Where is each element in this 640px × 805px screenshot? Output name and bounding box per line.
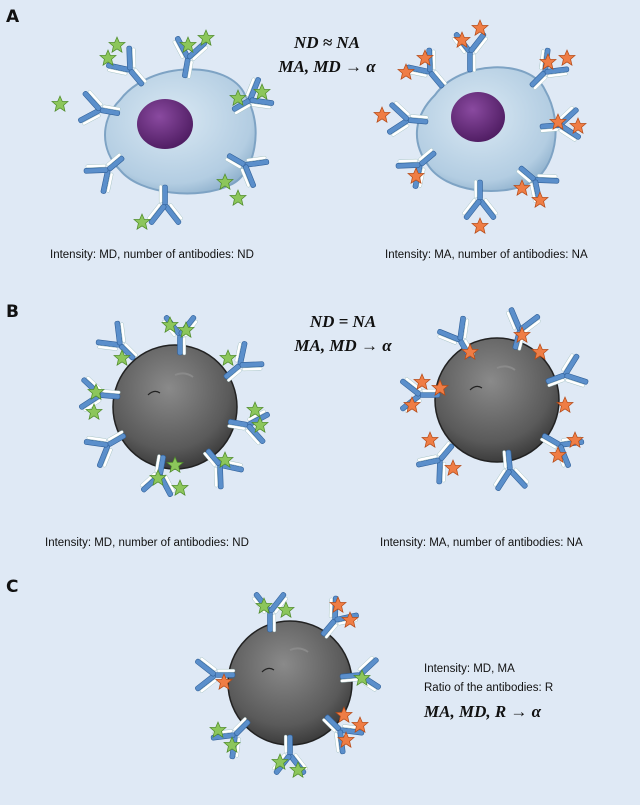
nucleus: [451, 92, 505, 142]
panel-b-formula-line2: MA, MD → α: [293, 336, 392, 355]
panel-a-caption-right: Intensity: MA, number of antibodies: NA: [385, 249, 588, 261]
panel-c-caption-line2: Ratio of the antibodies: R: [424, 682, 553, 694]
panel-c-letter: C: [6, 577, 18, 597]
panel-a-formula-line2: MA, MD → α: [277, 57, 376, 76]
panel-c-formula: MA, MD, R → α: [423, 702, 542, 721]
panel-a-letter: A: [6, 7, 20, 27]
panel-b-letter: B: [6, 302, 19, 322]
nucleus: [137, 99, 193, 149]
panel-b-formula-line1: ND = NA: [309, 312, 376, 331]
cell-donor-labeled: [104, 68, 257, 195]
panel-b-caption-right: Intensity: MA, number of antibodies: NA: [380, 537, 583, 549]
panel-c-caption-line1: Intensity: MD, MA: [424, 663, 515, 675]
panel-a-formula-line1: ND ≈ NA: [293, 33, 360, 52]
panel-a-caption-left: Intensity: MD, number of antibodies: ND: [50, 249, 254, 261]
panel-b-caption-left: Intensity: MD, number of antibodies: ND: [45, 537, 249, 549]
bead-donor-labeled: [112, 344, 238, 470]
bead-acceptor-labeled: [434, 337, 560, 463]
